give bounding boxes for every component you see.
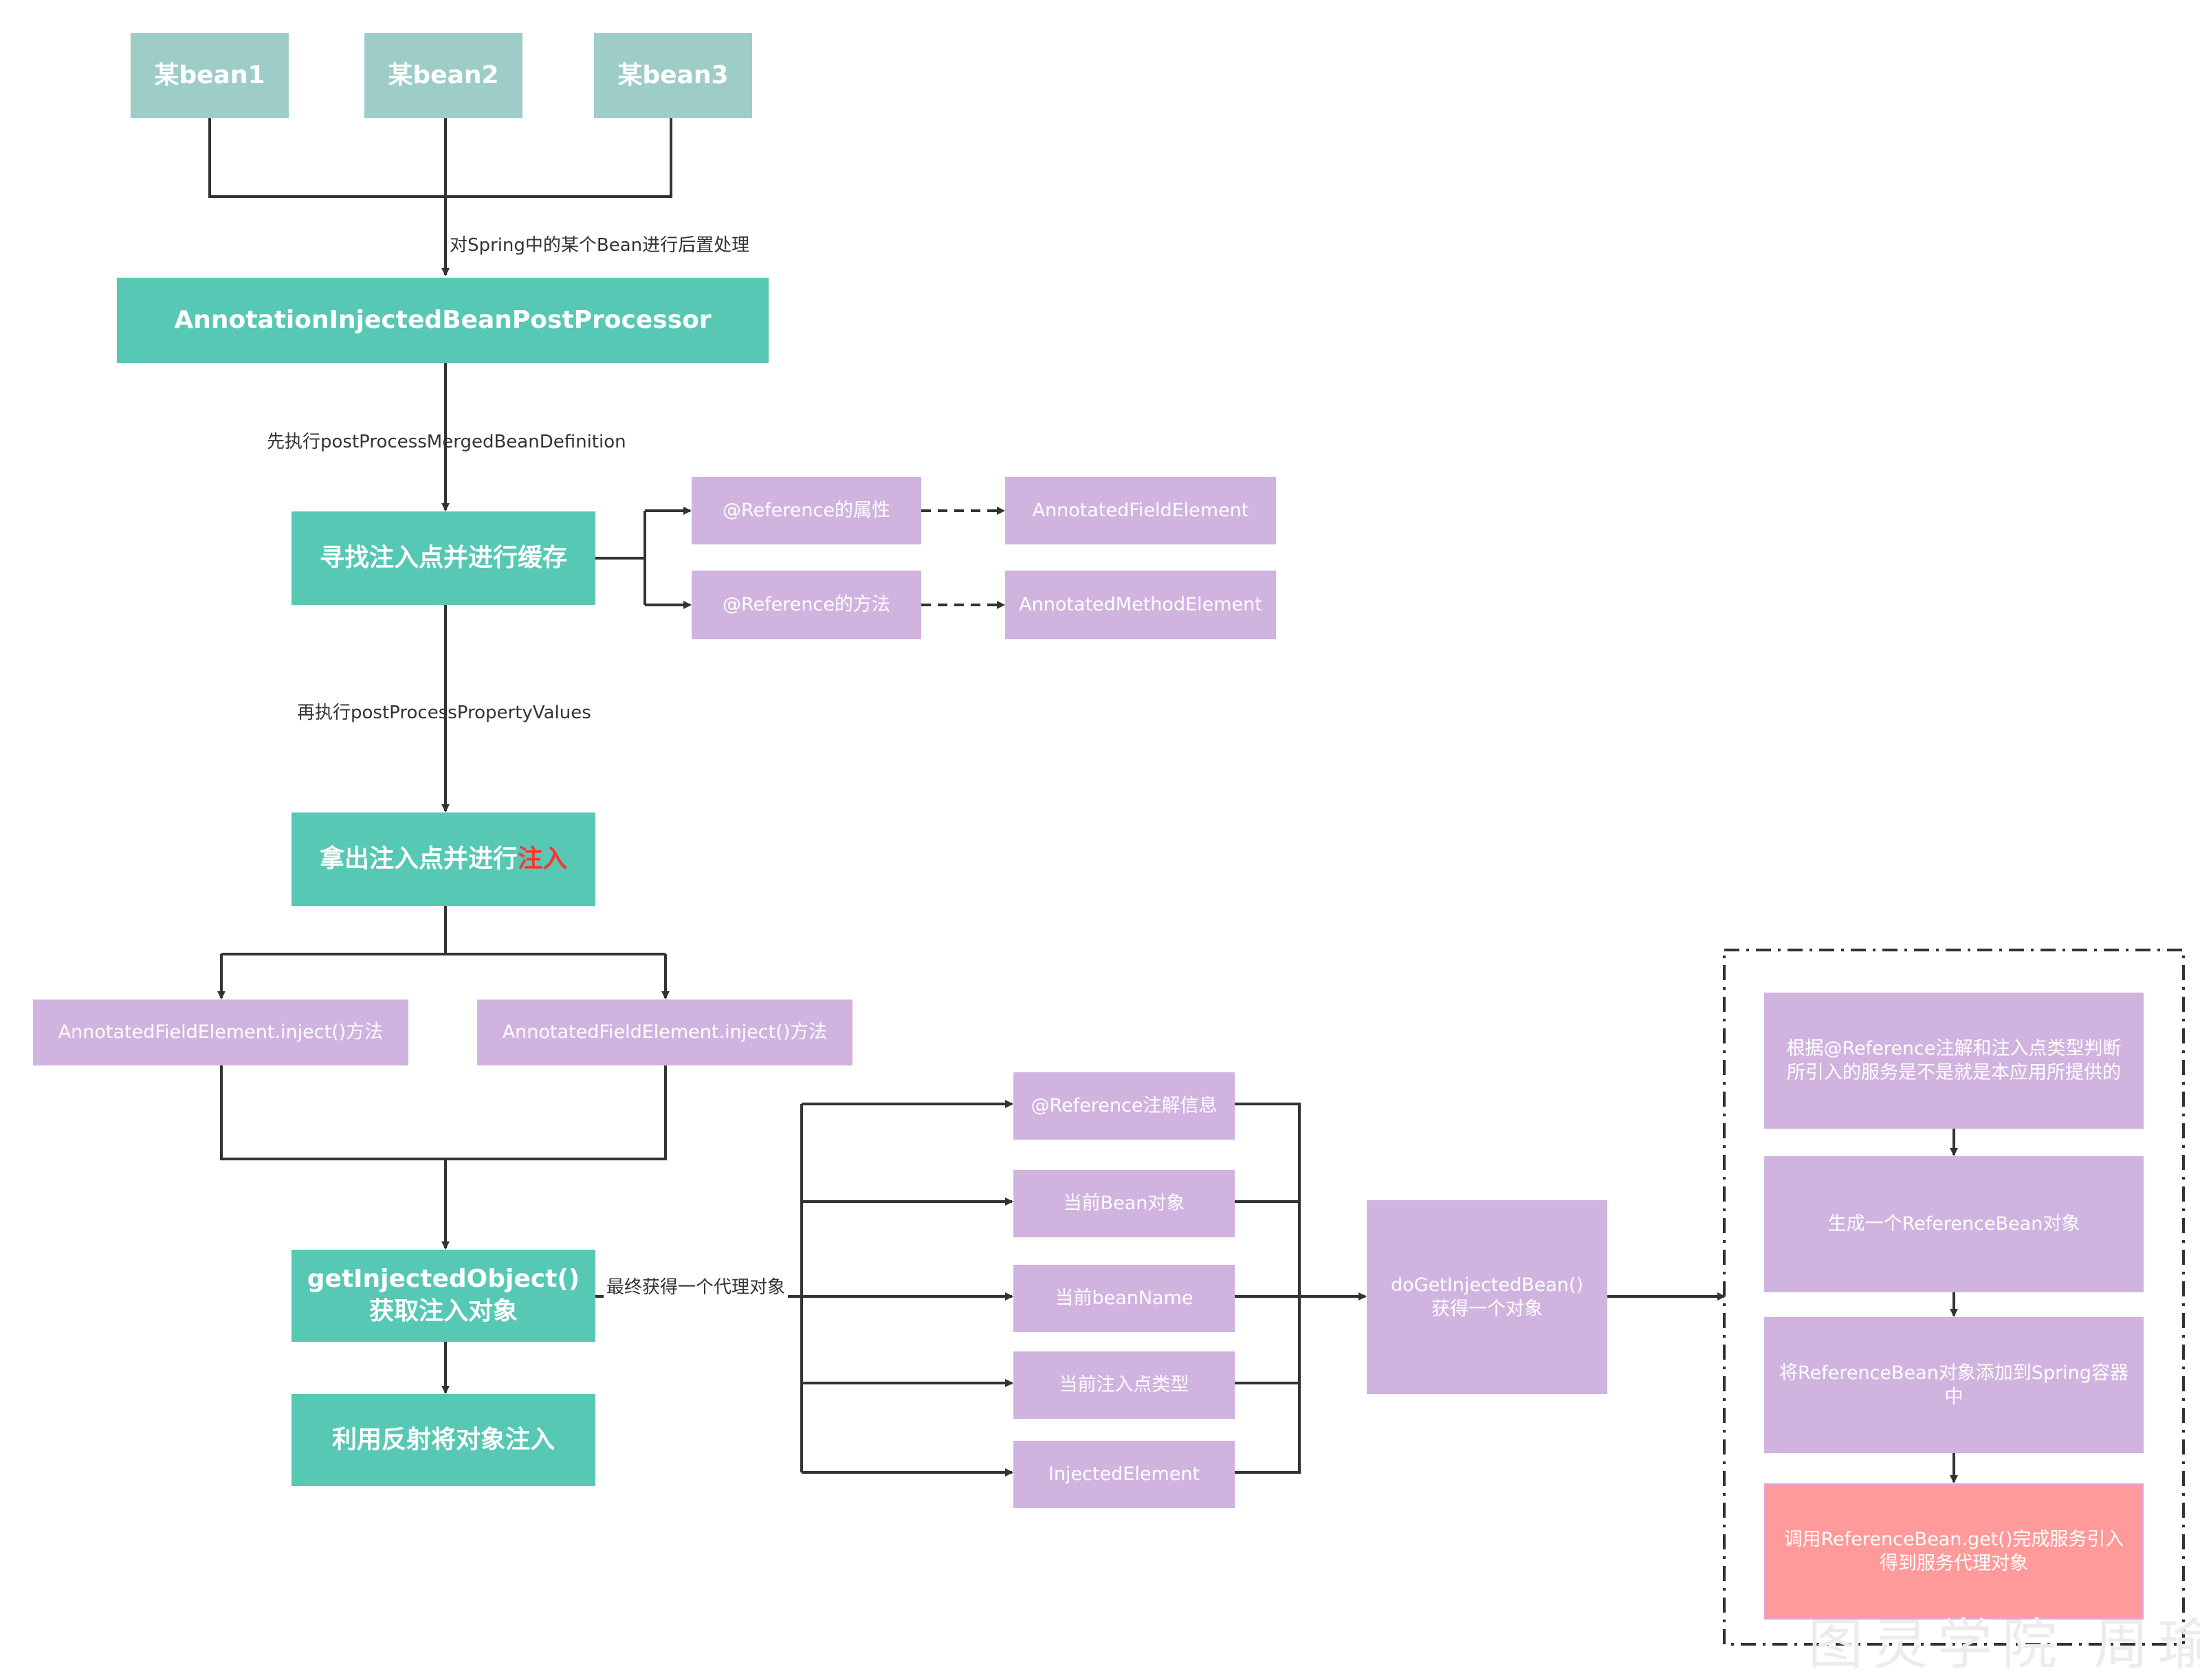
find-cache-label: 寻找注入点并进行缓存	[319, 543, 567, 572]
reference-field-label: @Reference的属性	[723, 500, 890, 522]
step-box: 根据@Reference注解和注入点类型判断所引入的服务是不是就是本应用所提供的	[1764, 993, 2144, 1129]
merged-label: 先执行postProcessMergedBeanDefinition	[267, 432, 626, 452]
do-get-injected-bean-box: doGetInjectedBean() 获得一个对象	[1367, 1200, 1607, 1394]
step-label: 将ReferenceBean对象添加到Spring容器中	[1779, 1362, 2128, 1408]
bean-2-label: 某bean2	[388, 60, 499, 89]
reference-method-label: @Reference的方法	[723, 594, 890, 616]
param-box: @Reference注解信息	[1013, 1072, 1235, 1140]
param-box: 当前注入点类型	[1013, 1351, 1235, 1419]
post-process-label: 对Spring中的某个Bean进行后置处理	[450, 235, 750, 256]
take-inject-highlight: 注入	[518, 844, 568, 873]
bean-1-box: 某bean1	[131, 33, 289, 118]
final-step-label: 调用ReferenceBean.get()完成服务引入得到服务代理对象	[1783, 1528, 2124, 1574]
annotated-method-element-box: AnnotatedMethodElement	[1005, 571, 1276, 639]
param-box: 当前Bean对象	[1013, 1170, 1235, 1237]
find-branch-line	[595, 511, 646, 605]
reflect-inject-box: 利用反射将对象注入	[292, 1394, 595, 1486]
get-injected-object-subtitle: 获取注入对象	[368, 1297, 518, 1325]
proxy-label: 最终获得一个代理对象	[604, 1273, 789, 1298]
reflect-inject-label: 利用反射将对象注入	[331, 1425, 555, 1454]
step-box: 将ReferenceBean对象添加到Spring容器中	[1764, 1317, 2144, 1453]
find-cache-box: 寻找注入点并进行缓存	[292, 511, 595, 605]
bean-merge-line	[208, 118, 672, 198]
annotated-field-element-label: AnnotatedFieldElement	[1032, 500, 1249, 522]
step-label: 生成一个ReferenceBean对象	[1827, 1213, 2080, 1235]
bean-3-box: 某bean3	[594, 33, 752, 118]
property-values-label: 再执行postProcessPropertyValues	[297, 703, 591, 723]
step-label: 根据@Reference注解和注入点类型判断所引入的服务是不是就是本应用所提供的	[1786, 1037, 2122, 1083]
annotated-method-element-label: AnnotatedMethodElement	[1019, 594, 1262, 616]
param-box: 当前beanName	[1013, 1265, 1235, 1332]
params-join-line	[1235, 1103, 1301, 1474]
take-inject-box: 拿出注入点并进行注入	[292, 813, 595, 906]
param-label: 当前Bean对象	[1063, 1193, 1185, 1215]
inject-method-right-label: AnnotatedFieldElement.inject()方法	[502, 1021, 828, 1043]
inject-method-right-box: AnnotatedFieldElement.inject()方法	[477, 999, 852, 1065]
bean-1-label: 某bean1	[154, 60, 265, 89]
do-get-injected-bean-subtitle: 获得一个对象	[1431, 1298, 1543, 1320]
inject-join-line	[220, 1065, 667, 1248]
get-injected-object-label: getInjectedObject()	[307, 1265, 580, 1294]
do-get-injected-bean-label: doGetInjectedBean()	[1390, 1274, 1583, 1296]
take-inject-label: 拿出注入点并进行	[319, 844, 518, 873]
processor-box: AnnotationInjectedBeanPostProcessor	[117, 278, 769, 363]
reference-method-box: @Reference的方法	[692, 571, 921, 639]
step-box: 生成一个ReferenceBean对象	[1764, 1156, 2144, 1292]
param-label: 当前注入点类型	[1059, 1374, 1189, 1396]
service-group-frame	[1723, 949, 2185, 1646]
bean-2-box: 某bean2	[364, 33, 522, 118]
bean-3-label: 某bean3	[617, 60, 729, 89]
param-label: InjectedElement	[1048, 1463, 1200, 1485]
inject-method-left-box: AnnotatedFieldElement.inject()方法	[33, 999, 408, 1065]
inject-method-left-label: AnnotatedFieldElement.inject()方法	[58, 1021, 384, 1043]
annotated-field-element-box: AnnotatedFieldElement	[1005, 477, 1276, 544]
get-injected-object-box: getInjectedObject() 获取注入对象	[292, 1250, 595, 1342]
param-box: InjectedElement	[1013, 1441, 1235, 1508]
inject-split-line	[221, 906, 666, 955]
param-label: @Reference注解信息	[1031, 1095, 1218, 1117]
processor-label: AnnotationInjectedBeanPostProcessor	[174, 305, 712, 334]
param-label: 当前beanName	[1055, 1287, 1194, 1309]
final-step-box: 调用ReferenceBean.get()完成服务引入得到服务代理对象	[1764, 1483, 2144, 1620]
reference-field-box: @Reference的属性	[692, 477, 921, 544]
watermark: 图灵学院 周瑜	[1808, 1613, 2200, 1677]
